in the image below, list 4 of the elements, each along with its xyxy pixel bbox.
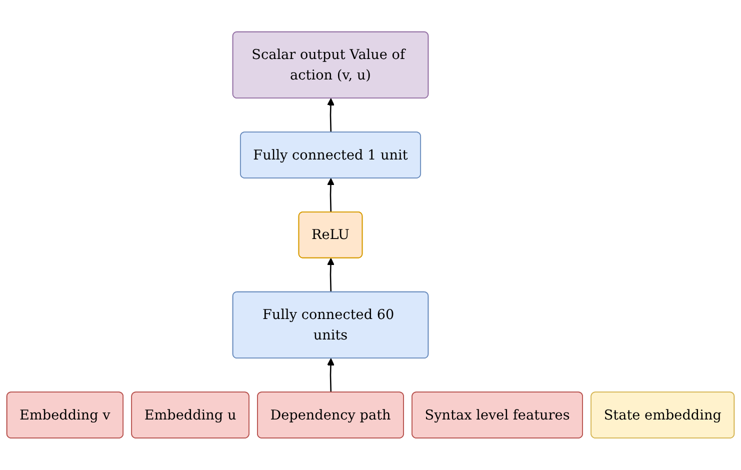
- arrow: [327, 98, 334, 133]
- arrow: [327, 178, 334, 212]
- arrow: [327, 358, 334, 393]
- arrow: [327, 258, 334, 292]
